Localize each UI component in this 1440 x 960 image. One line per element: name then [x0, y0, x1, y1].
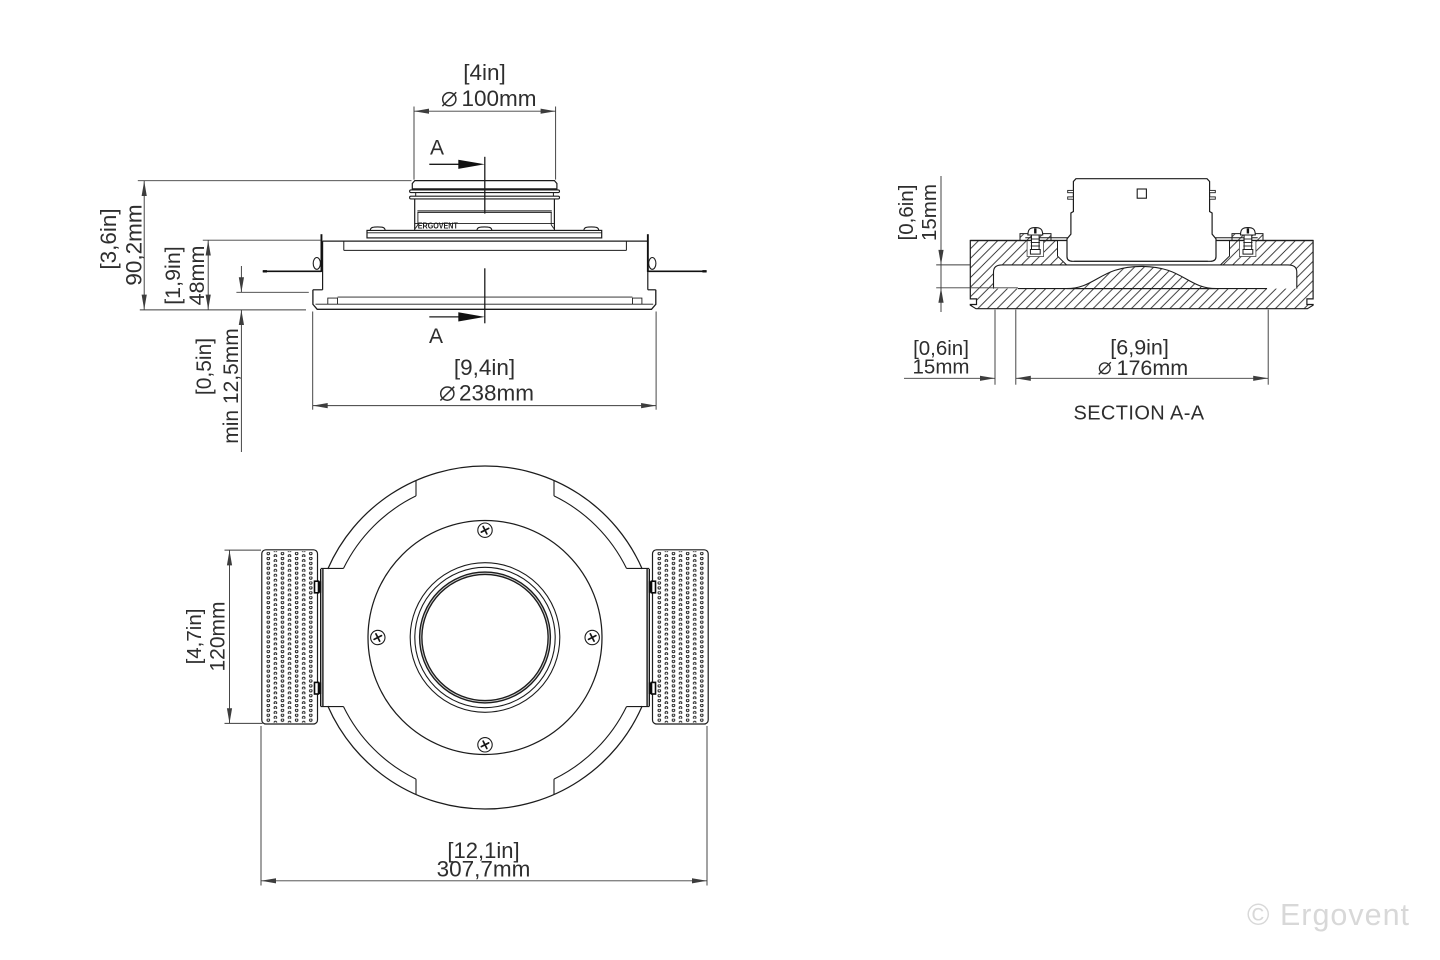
svg-text:[0,5in]: [0,5in]	[193, 338, 216, 395]
svg-text:176mm: 176mm	[1117, 356, 1189, 380]
svg-text:[4,7in]: [4,7in]	[183, 609, 206, 665]
svg-text:[3,6in]: [3,6in]	[96, 208, 121, 269]
svg-text:[6,9in]: [6,9in]	[1110, 335, 1169, 359]
svg-text:[0,6in]: [0,6in]	[913, 337, 969, 360]
svg-text:min 12,5mm: min 12,5mm	[220, 328, 243, 444]
svg-text:307,7mm: 307,7mm	[437, 857, 531, 882]
svg-text:[12,1in]: [12,1in]	[447, 838, 519, 863]
svg-text:© Ergovent: © Ergovent	[1247, 898, 1410, 932]
svg-text:120mm: 120mm	[207, 601, 230, 671]
svg-text:15mm: 15mm	[913, 356, 970, 379]
svg-text:48mm: 48mm	[185, 246, 209, 306]
svg-text:SECTION A-A: SECTION A-A	[1073, 403, 1204, 425]
svg-text:[9,4in]: [9,4in]	[454, 355, 515, 380]
svg-text:[0,6in]: [0,6in]	[895, 185, 918, 241]
svg-text:100mm: 100mm	[462, 86, 537, 111]
svg-text:90,2mm: 90,2mm	[121, 204, 146, 285]
svg-text:238mm: 238mm	[459, 381, 534, 406]
svg-text:A: A	[429, 325, 443, 348]
svg-text:A: A	[430, 136, 444, 159]
svg-text:ERGOVENT: ERGOVENT	[418, 222, 458, 231]
svg-text:15mm: 15mm	[918, 184, 941, 241]
svg-text:[1,9in]: [1,9in]	[161, 246, 185, 305]
svg-text:[4in]: [4in]	[463, 60, 506, 85]
